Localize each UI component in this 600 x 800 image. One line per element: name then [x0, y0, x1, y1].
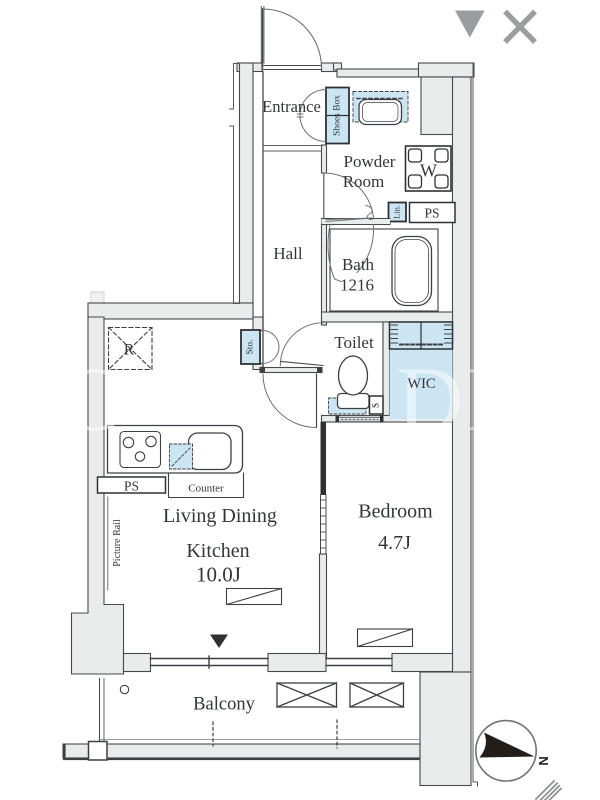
powder-room-door — [323, 172, 375, 224]
pipe-space-upper — [408, 201, 456, 224]
label-washer: W — [420, 161, 437, 181]
linen-cabinet — [387, 201, 407, 223]
sliding-door-ldk-bedroom — [320, 494, 327, 555]
label-linen: Lin. — [391, 205, 401, 219]
label-counter: Counter — [188, 483, 224, 495]
entrance-door — [261, 8, 323, 69]
toilet-shelf-label: S — [370, 403, 380, 408]
wic-area — [388, 321, 454, 419]
label-bedroom-size: 4.7J — [378, 532, 411, 554]
pipe-space-kitchen — [96, 476, 167, 494]
kitchen-counter — [106, 424, 244, 474]
collapse-button[interactable] — [450, 5, 490, 45]
shoes-box — [325, 86, 350, 145]
wic-sliding-door — [335, 415, 384, 423]
windows — [149, 655, 393, 669]
entrance-step — [262, 145, 322, 152]
storage-closet — [240, 329, 261, 365]
bath-unit — [329, 228, 439, 312]
compass-needle — [479, 732, 535, 758]
compass: N — [474, 719, 551, 782]
entrance-door-sill — [262, 65, 322, 70]
toilet-door — [279, 322, 324, 367]
label-living-2: Kitchen — [186, 540, 249, 562]
wall-ldk-bedroom-solid — [320, 422, 326, 495]
watermark: O D R — [62, 348, 529, 450]
label-wic: WIC — [407, 376, 435, 392]
balcony-elements — [87, 678, 421, 761]
hatch-mark — [534, 779, 563, 800]
label-toilet: Toilet — [334, 333, 374, 352]
label-bath-1: Bath — [342, 255, 375, 274]
watermark-letter-2: D — [397, 348, 463, 450]
ldk-cabinet — [225, 587, 283, 606]
boundary-outlines — [229, 6, 478, 787]
label-living-1: Living Dining — [163, 505, 277, 527]
compass-north-label: N — [536, 756, 551, 765]
bath-door — [325, 204, 375, 283]
label-bath-2: 1216 — [340, 276, 374, 295]
washing-machine — [404, 145, 452, 192]
toilet-fixture — [328, 355, 370, 415]
label-entrance: Entrance — [262, 97, 321, 116]
vanity-counter — [352, 91, 409, 126]
counter-outline — [167, 472, 245, 499]
label-bedroom: Bedroom — [358, 501, 433, 523]
label-balcony: Balcony — [193, 695, 255, 715]
label-ps-kitchen: PS — [124, 479, 139, 494]
bedroom-cabinet — [356, 628, 414, 648]
ac-unit-boxes — [276, 682, 405, 708]
label-powder-2: Room — [343, 172, 385, 191]
shoes-box-doors — [297, 88, 327, 143]
triangle-down-icon — [455, 10, 485, 38]
label-powder-1: Powder — [344, 152, 396, 171]
label-shoes-box: Shoes Box — [333, 95, 343, 136]
label-hall: Hall — [273, 244, 303, 263]
walls — [62, 62, 475, 787]
label-storage: Sto. — [246, 339, 256, 354]
watermark-letter-3: R — [466, 348, 528, 450]
room-labels: Entrance Shoes Box Powder Room W PS Lin.… — [112, 95, 440, 715]
refrigerator-space — [107, 326, 153, 371]
storage-doors — [261, 329, 280, 365]
watermark-letter-1: O — [62, 348, 128, 450]
toilet-shelf-box: S — [368, 395, 384, 415]
close-button[interactable] — [500, 6, 540, 46]
ldk-door — [262, 373, 318, 429]
close-icon — [503, 9, 537, 44]
label-living-size: 10.0J — [196, 563, 241, 587]
balcony-entry-marker — [210, 634, 228, 648]
label-picture-rail: Picture Rail — [112, 519, 123, 567]
label-ps-upper: PS — [424, 206, 439, 221]
label-refrigerator: R — [124, 342, 135, 359]
ldk-doorway-caps — [260, 367, 322, 373]
